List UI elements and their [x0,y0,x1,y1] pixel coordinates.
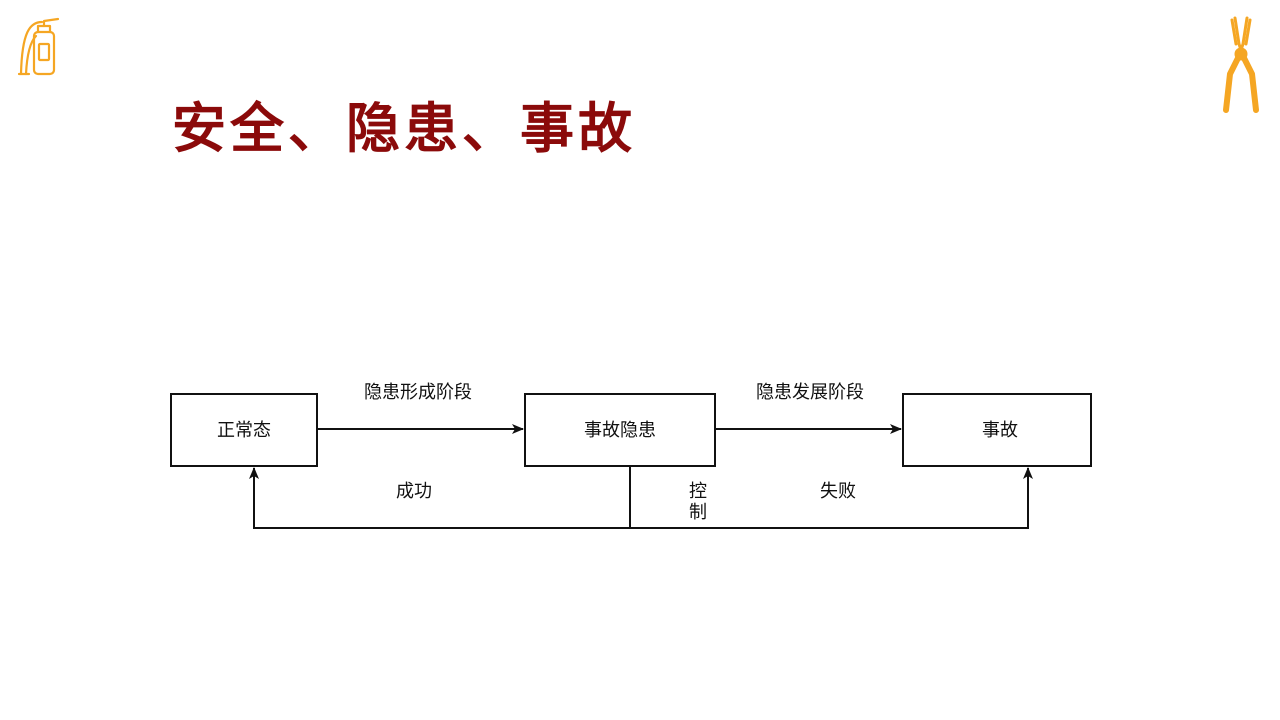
node-label-hazard: 事故隐患 [584,420,656,441]
pliers-icon [1223,16,1259,113]
page-title: 安全、隐患、事故 [172,96,636,160]
node-box-accident [902,393,1092,467]
node-label-normal: 正常态 [217,420,271,441]
edge-label-formation: 隐患形成阶段 [364,382,472,403]
edge-label-success: 成功 [396,481,432,502]
edge-label-failure: 失败 [820,481,856,502]
feedback-line-failure [630,467,1033,529]
node-label-accident: 事故 [982,420,1018,441]
edge-label-control-1: 控 [689,481,707,502]
edge-label-development: 隐患发展阶段 [756,382,864,403]
feedback-line-success [249,467,630,529]
fire-extinguisher-icon [17,17,60,76]
edge-label-control-2: 制 [689,502,707,523]
